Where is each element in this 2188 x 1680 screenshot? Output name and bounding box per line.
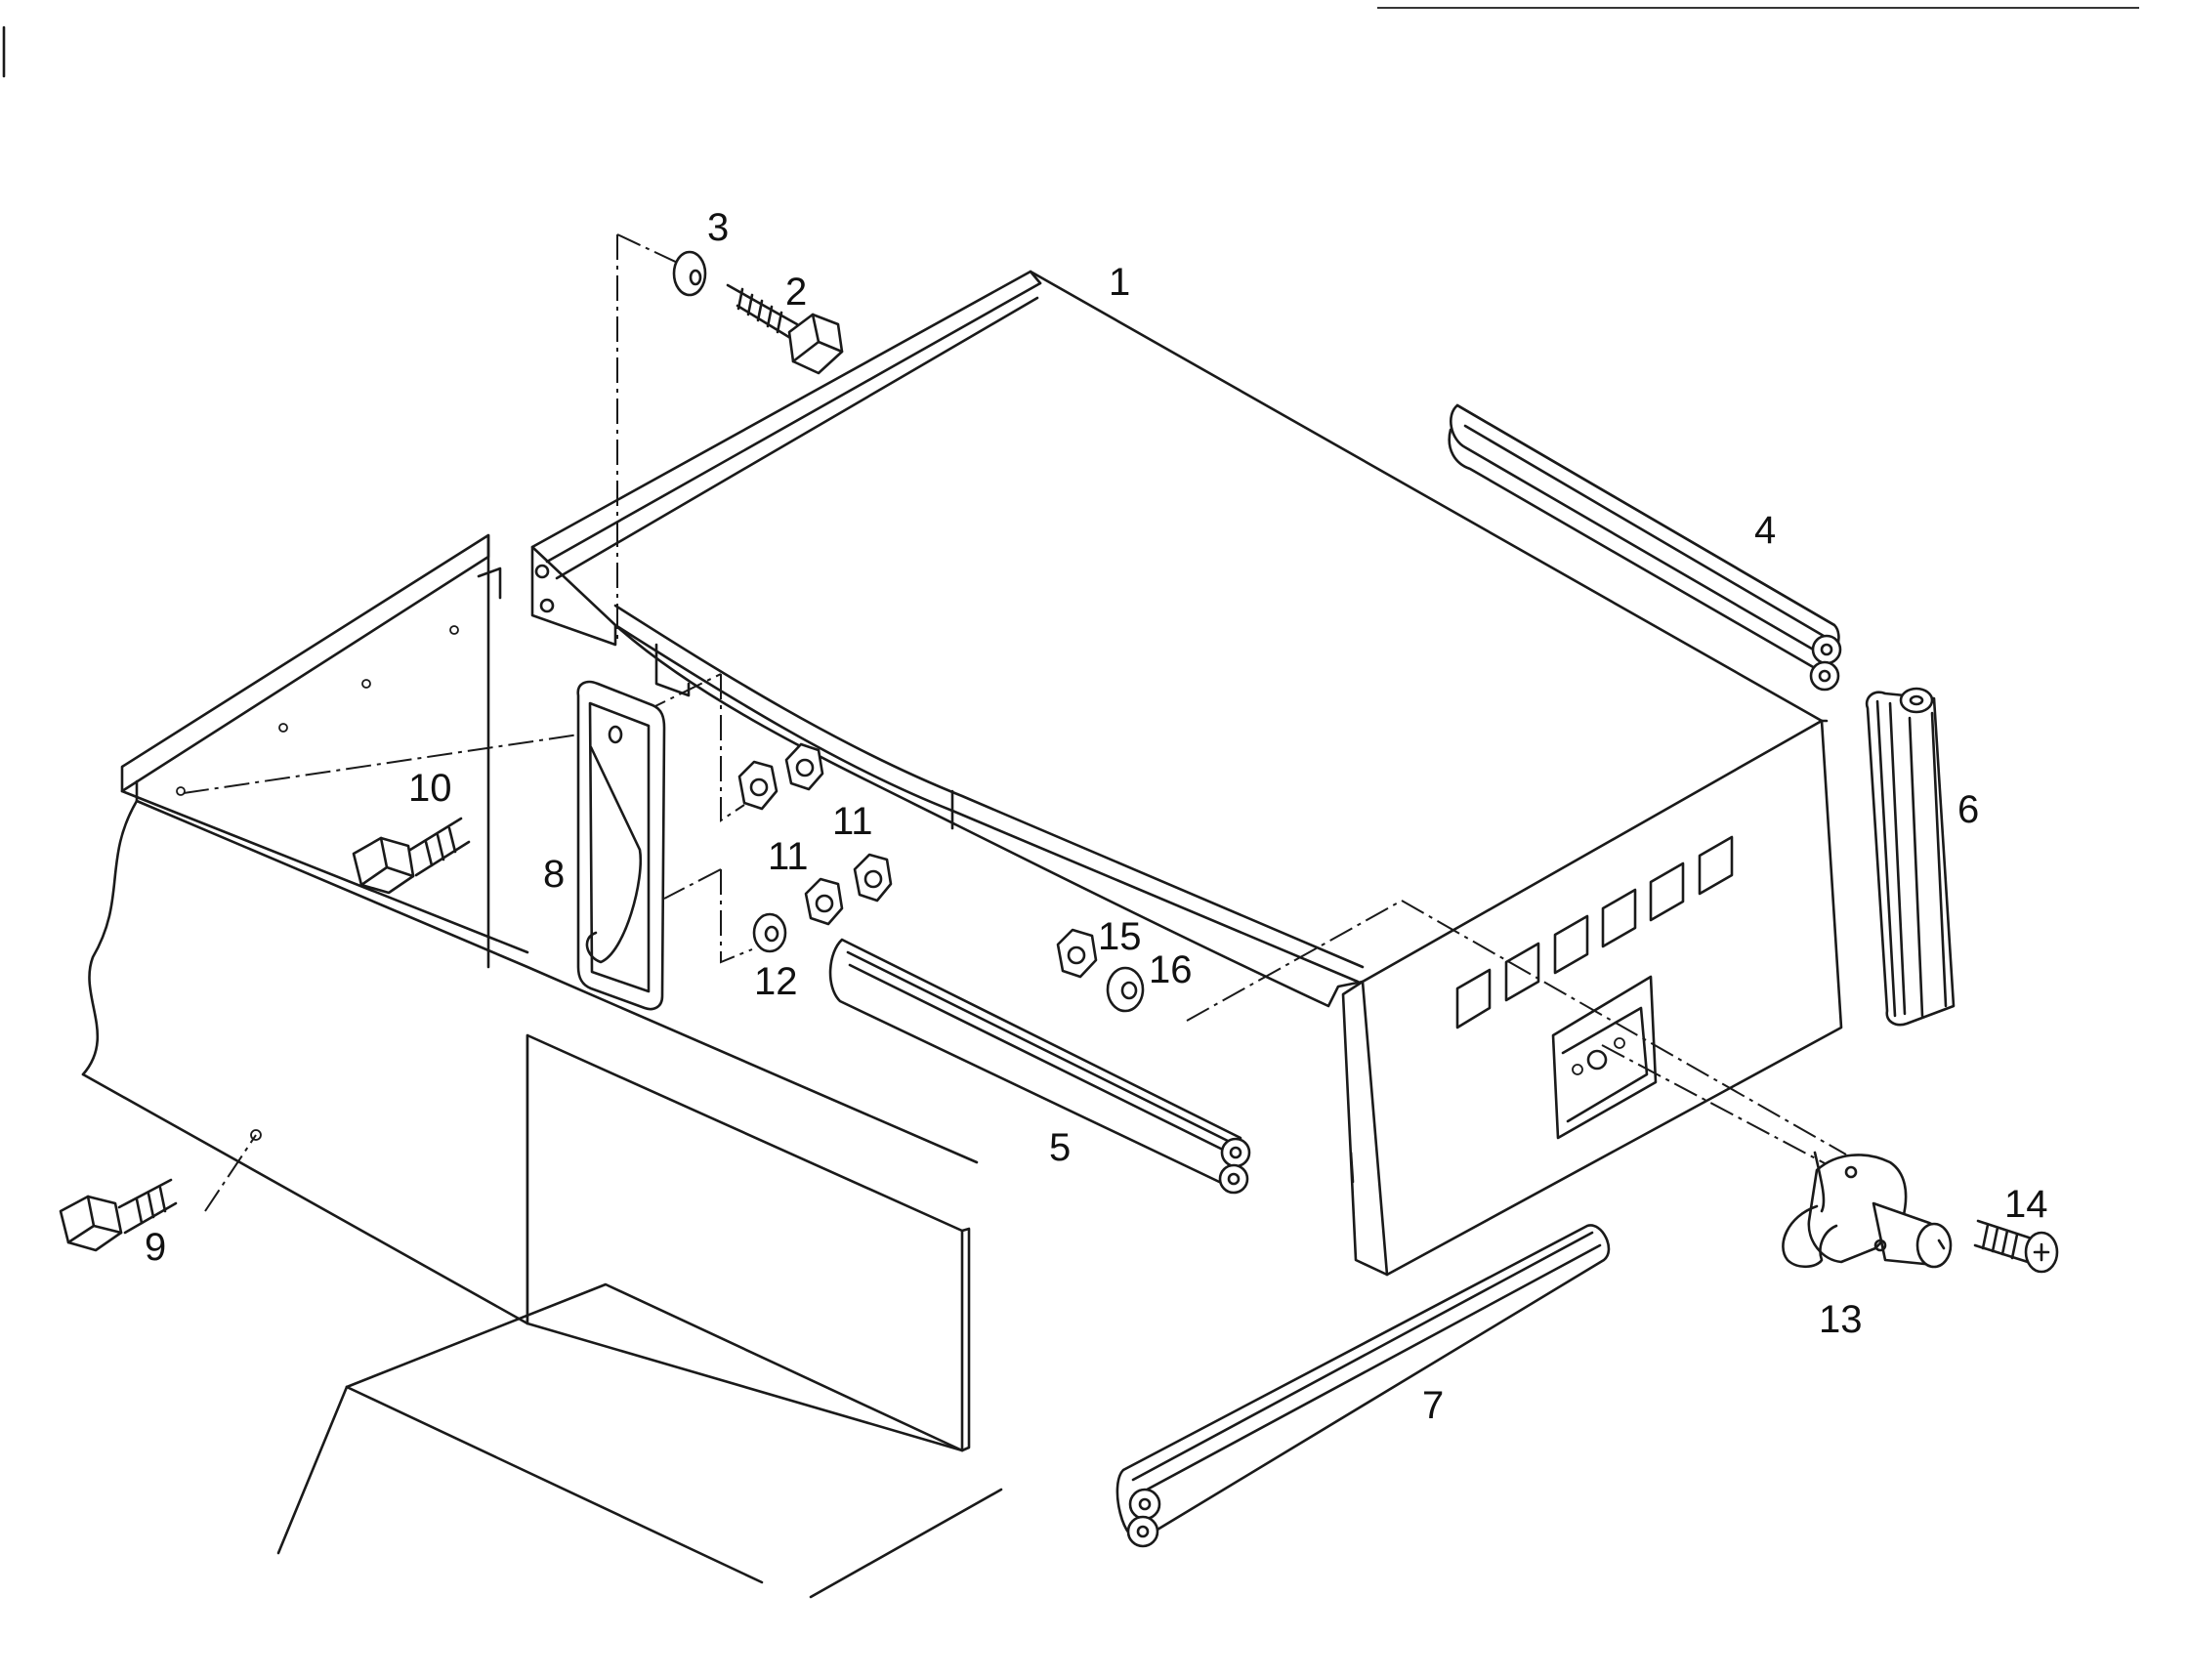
callout-16: 16 [1149,948,1193,991]
lock-nuts-part-11 [737,742,893,926]
callout-9: 9 [145,1226,166,1269]
callout-labels: 1 2 3 4 5 6 7 8 9 10 11 11 12 13 14 15 1… [145,206,2048,1427]
hex-bolt-part-9 [59,1129,262,1252]
callout-11b: 11 [768,835,809,878]
callout-12: 12 [754,960,798,1003]
callout-10: 10 [408,767,452,810]
washer-part-16 [1106,966,1145,1013]
callout-11a: 11 [832,800,873,843]
callout-15: 15 [1098,915,1142,958]
vehicle-body [81,533,1003,1599]
callout-8: 8 [543,853,565,896]
rubber-seal-part-7 [1115,1224,1611,1548]
page-margin-marks [2,7,2139,78]
callout-13: 13 [1819,1298,1863,1341]
screw-part-14 [1973,1219,2059,1274]
cover-lid-part-1 [530,270,1843,1277]
hex-bolt-part-10 [352,817,471,895]
rubber-seal-part-4 [1448,403,1842,692]
vent-slots [1455,835,1734,1029]
rubber-seal-part-6 [1865,687,1956,1027]
washer-part-3 [672,250,707,297]
lock-assembly-part-13 [1782,1151,1953,1269]
washer-part-12 [752,912,787,953]
hex-bolt-part-2 [726,283,844,375]
assembly-leader-lines [183,233,1847,1212]
callout-3: 3 [707,206,729,249]
callout-2: 2 [785,271,807,314]
callout-4: 4 [1754,509,1776,552]
rubber-seal-part-5 [828,938,1251,1195]
callout-14: 14 [2004,1183,2048,1226]
callout-6: 6 [1957,788,1979,831]
striker-plate-part-8 [576,680,666,1011]
callout-7: 7 [1422,1384,1444,1427]
nut-part-15 [1056,928,1098,979]
callout-1: 1 [1109,261,1130,304]
callout-5: 5 [1049,1126,1071,1169]
